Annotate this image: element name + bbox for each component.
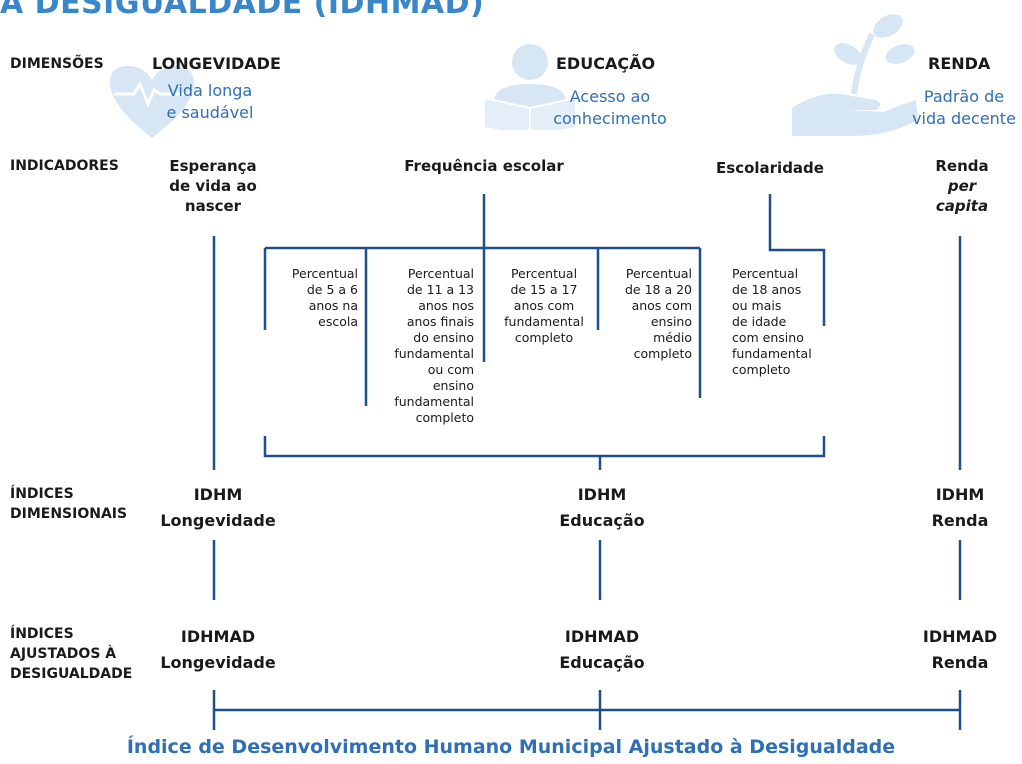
sub-line: do ensino	[413, 330, 474, 345]
indicator-escolaridade: Escolaridade	[716, 159, 824, 177]
sub-line: Percentual	[510, 266, 578, 281]
idhm-educacao: IDHM Educação	[540, 482, 664, 534]
sub-line: anos com	[513, 298, 575, 313]
index-line: IDHMAD	[922, 627, 998, 646]
sub-line: Percentual	[625, 266, 692, 281]
index-line: Educação	[559, 653, 645, 672]
sub-line: com ensino	[732, 330, 804, 345]
row-label-indices-dimensionais: ÍNDICES DIMENSIONAIS	[10, 484, 127, 524]
sub-line: ensino	[432, 378, 474, 393]
page-title: A DESIGUALDADE (IDHMAD)	[0, 0, 485, 21]
indicator-esperanca: Esperança de vida ao nascer	[150, 156, 276, 216]
subindicator-5-6: Percentual de 5 a 6 anos na escola	[272, 266, 358, 330]
person-reading-icon	[483, 44, 577, 130]
row-label-indicadores: INDICADORES	[10, 158, 119, 174]
indicator-line: capita	[935, 197, 989, 215]
indicator-line: Renda	[935, 157, 989, 175]
dimension-renda: RENDA	[928, 54, 991, 73]
indicator-line: Esperança	[169, 157, 257, 175]
row-label-line: ÍNDICES	[10, 486, 74, 502]
sub-line: completo	[633, 346, 692, 361]
subindicator-11-13: Percentual de 11 a 13 anos nos anos fina…	[372, 266, 474, 426]
sub-line: ou mais	[732, 298, 782, 313]
index-line: IDHM	[935, 485, 985, 504]
row-label-line: ÍNDICES	[10, 626, 74, 642]
row-label-line: DIMENSIONAIS	[10, 506, 128, 522]
idhmad-longevidade: IDHMAD Longevidade	[150, 624, 286, 676]
desc-line: Acesso ao	[569, 87, 651, 106]
row-label-dimensoes: DIMENSÕES	[10, 56, 104, 72]
sub-line: de 18 a 20	[624, 282, 692, 297]
sub-line: de 18 anos	[732, 282, 802, 297]
desc-line: conhecimento	[553, 109, 667, 128]
sub-line: Percentual	[732, 266, 799, 281]
index-line: IDHMAD	[180, 627, 256, 646]
sub-line: de 15 a 17	[510, 282, 578, 297]
sub-line: anos na	[308, 298, 358, 313]
row-label-line: AJUSTADOS À	[10, 646, 117, 662]
subindicator-15-17: Percentual de 15 a 17 anos com fundament…	[494, 266, 594, 346]
index-line: Longevidade	[160, 511, 276, 530]
desc-line: e saudável	[166, 103, 254, 122]
indicator-line: per	[947, 177, 977, 195]
sub-line: fundamental	[732, 346, 812, 361]
hand-plant-icon	[792, 14, 918, 136]
dimension-educacao-desc: Acesso ao conhecimento	[540, 86, 680, 130]
sub-line: fundamental	[394, 346, 474, 361]
sub-line: ensino	[650, 314, 692, 329]
dimension-educacao: EDUCAÇÃO	[556, 54, 656, 73]
index-line: Educação	[559, 511, 645, 530]
sub-line: ou com	[427, 362, 474, 377]
sub-line: completo	[415, 410, 474, 425]
index-line: IDHM	[193, 485, 243, 504]
sub-line: anos com	[631, 298, 692, 313]
indicator-line: de vida ao	[169, 177, 257, 195]
idhm-longevidade: IDHM Longevidade	[150, 482, 286, 534]
index-line: Renda	[931, 511, 989, 530]
row-label-indices-ajustados: ÍNDICES AJUSTADOS À DESIGUALDADE	[10, 624, 132, 684]
desc-line: Padrão de	[923, 87, 1005, 106]
dimension-longevidade: LONGEVIDADE	[152, 54, 281, 73]
idhmad-educacao: IDHMAD Educação	[540, 624, 664, 676]
sub-line: de idade	[732, 314, 787, 329]
sub-line: Percentual	[407, 266, 474, 281]
indicator-line: nascer	[184, 197, 242, 215]
subindicator-18-20: Percentual de 18 a 20 anos com ensino mé…	[604, 266, 692, 362]
desc-line: Vida longa	[167, 81, 253, 100]
sub-line: fundamental	[504, 314, 584, 329]
dimension-renda-desc: Padrão de vida decente	[908, 86, 1020, 130]
heart-pulse-icon	[110, 66, 194, 138]
sub-line: anos finais	[406, 314, 474, 329]
indicator-frequencia-escolar: Frequência escolar	[404, 157, 564, 175]
index-line: IDHM	[577, 485, 627, 504]
sub-line: Percentual	[291, 266, 358, 281]
subindicator-18-mais: Percentual de 18 anos ou mais de idade c…	[732, 266, 828, 378]
desc-line: vida decente	[912, 109, 1016, 128]
sub-line: anos nos	[418, 298, 474, 313]
footer-title: Índice de Desenvolvimento Humano Municip…	[126, 736, 896, 758]
dimension-longevidade-desc: Vida longa e saudável	[160, 80, 260, 124]
indicator-renda-per-capita: Renda per capita	[914, 156, 1010, 216]
sub-line: completo	[732, 362, 791, 377]
sub-line: completo	[514, 330, 574, 345]
sub-line: fundamental	[394, 394, 474, 409]
idhm-renda: IDHM Renda	[912, 482, 1008, 534]
sub-line: de 11 a 13	[406, 282, 474, 297]
index-line: IDHMAD	[564, 627, 640, 646]
index-line: Longevidade	[160, 653, 276, 672]
sub-line: de 5 a 6	[306, 282, 358, 297]
row-label-line: DESIGUALDADE	[10, 666, 133, 682]
sub-line: médio	[653, 330, 692, 345]
index-line: Renda	[931, 653, 989, 672]
sub-line: escola	[318, 314, 358, 329]
idhmad-renda: IDHMAD Renda	[908, 624, 1012, 676]
